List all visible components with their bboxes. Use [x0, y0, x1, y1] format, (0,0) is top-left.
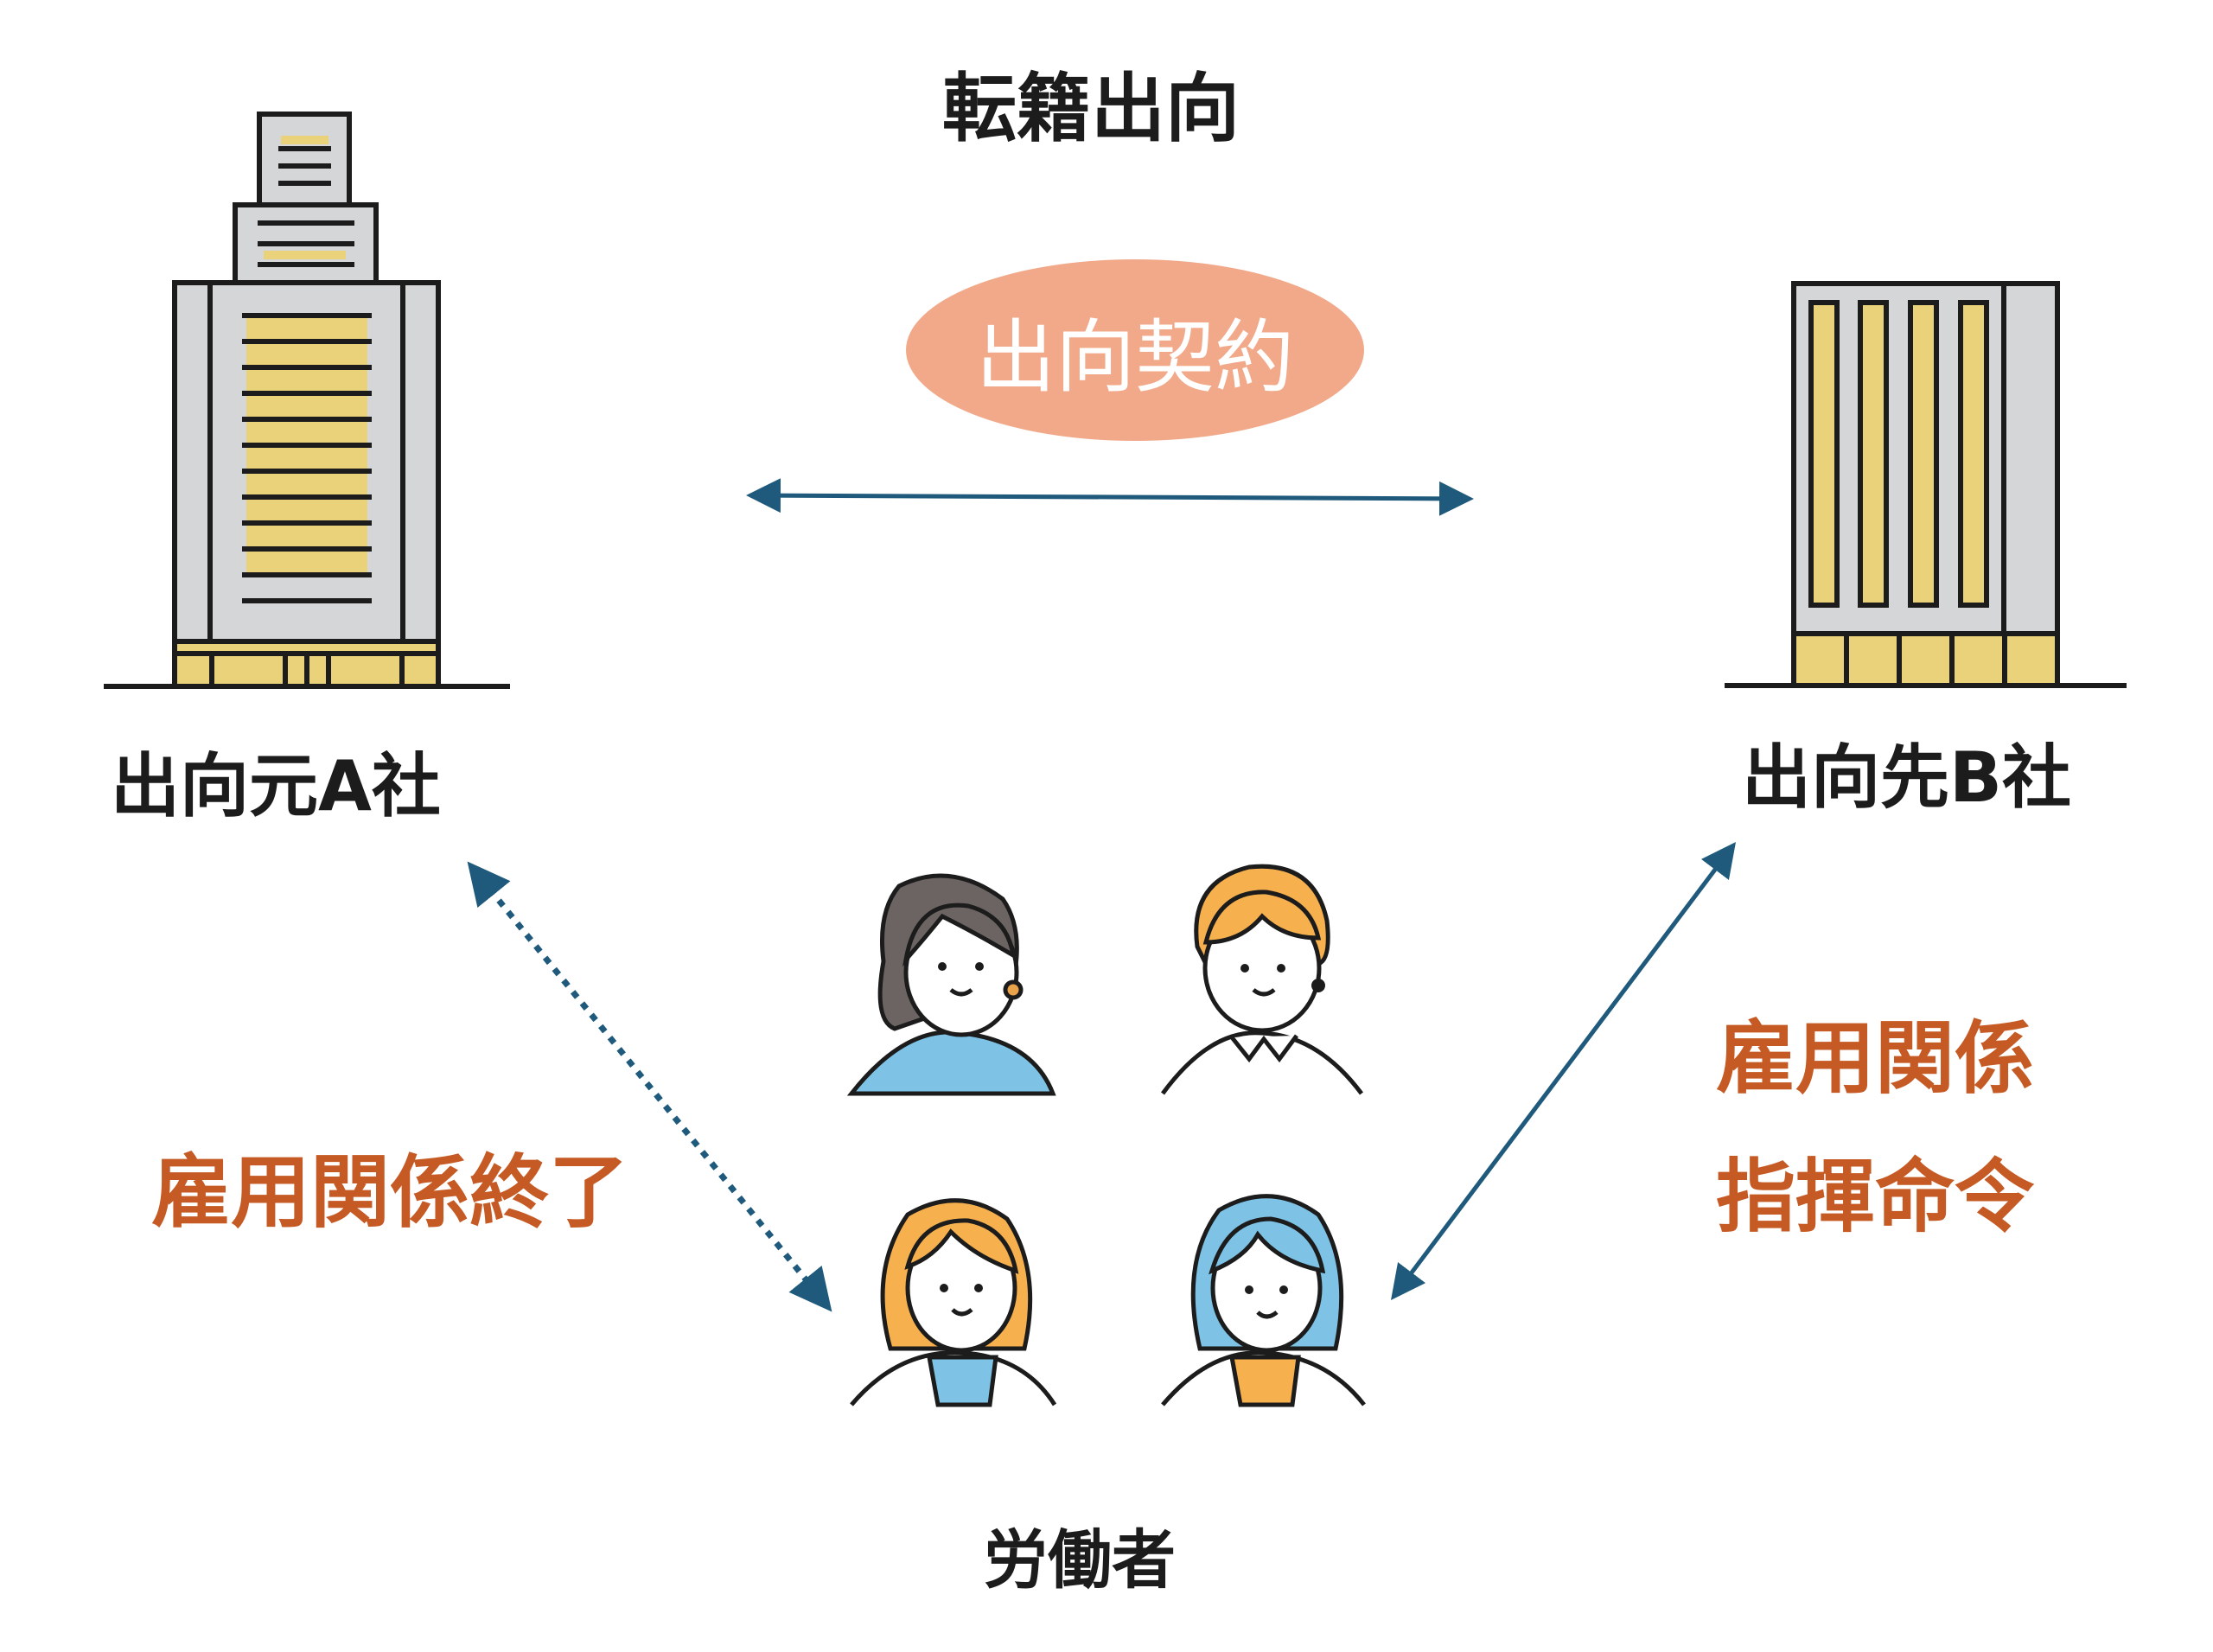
company-a-label: 出向元A社	[111, 746, 441, 826]
employment-relation-label: 雇用関係	[1716, 1012, 2035, 1105]
contract-arrow	[746, 478, 1474, 516]
employment-ended-label: 雇用関係終了	[151, 1146, 629, 1239]
employment-ended-arrow	[467, 861, 832, 1312]
building-b-icon	[1725, 281, 2127, 688]
command-label: 指揮命令	[1716, 1151, 2035, 1243]
worker-icon	[1160, 864, 1364, 1095]
worker-icon	[850, 1198, 1057, 1407]
workers-label: 労働者	[984, 1523, 1176, 1598]
employment-command-arrow	[1390, 842, 1737, 1300]
worker-icon	[846, 873, 1056, 1096]
worker-icon	[1161, 1194, 1366, 1407]
company-b-label: 出向先B社	[1742, 737, 2071, 818]
building-a-icon	[104, 112, 510, 689]
contract-label: 出向契約	[975, 310, 1294, 404]
contract-bubble: 出向契約	[906, 259, 1364, 441]
diagram-title: 転籍出向	[942, 66, 1240, 152]
